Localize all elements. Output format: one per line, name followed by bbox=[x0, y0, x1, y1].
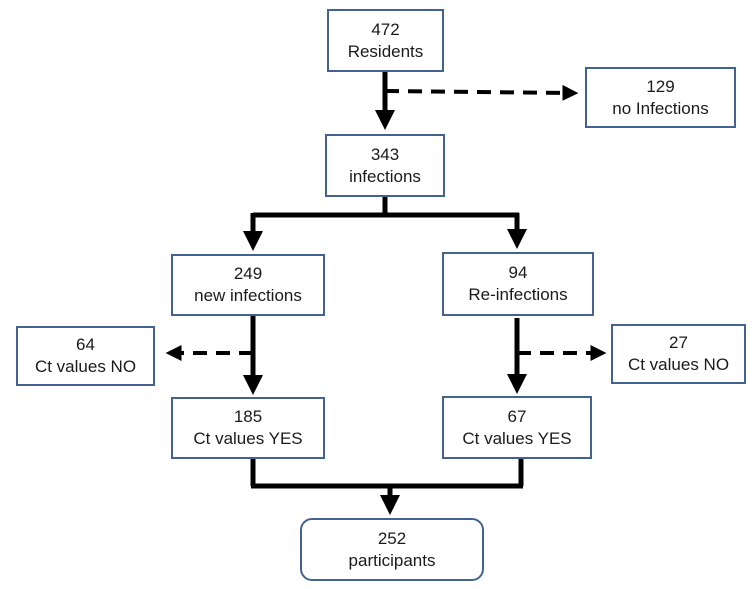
new-infections-count: 249 bbox=[233, 264, 263, 283]
new-ct-yes-label: Ct values YES bbox=[193, 429, 303, 448]
participants-label: participants bbox=[348, 550, 436, 570]
infections-count: 343 bbox=[370, 144, 400, 164]
infections-box: 343 infections bbox=[325, 134, 445, 197]
no-infections-count: 129 bbox=[646, 76, 675, 96]
participants-box: 252 participants bbox=[300, 518, 484, 581]
residents-box: 472 Residents bbox=[327, 9, 444, 72]
residents-count: 472 bbox=[371, 19, 400, 39]
new-infections-box: 249 new infections bbox=[171, 254, 325, 316]
re-ct-no-count: 27 bbox=[669, 333, 688, 352]
re-ct-no-label: Ct values NO bbox=[627, 355, 730, 374]
new-ct-no-box: 64 Ct values NO bbox=[16, 326, 155, 386]
re-ct-yes-box: 67 Ct values YES bbox=[442, 396, 592, 459]
new-infections-label: new infections bbox=[194, 286, 302, 305]
new-ct-yes-box: 185 Ct values YES bbox=[171, 397, 325, 459]
new-ct-yes-count: 185 bbox=[233, 407, 263, 426]
participants-count: 252 bbox=[377, 528, 407, 548]
re-ct-yes-label: Ct values YES bbox=[462, 428, 572, 448]
re-ct-yes-count: 67 bbox=[507, 406, 527, 426]
re-ct-no-box: 27 Ct values NO bbox=[611, 324, 746, 384]
re-infections-box: 94 Re-infections bbox=[442, 252, 594, 316]
dashed-arrow-to-no-infections bbox=[384, 84, 579, 101]
no-infections-label: no Infections bbox=[612, 98, 709, 118]
new-ct-no-count: 64 bbox=[76, 335, 95, 354]
no-infections-box: 129 no Infections bbox=[585, 67, 736, 128]
re-infections-count: 94 bbox=[508, 263, 528, 282]
re-infections-label: Re-infections bbox=[468, 285, 568, 304]
infections-label: infections bbox=[349, 166, 421, 186]
residents-label: Residents bbox=[347, 41, 424, 61]
new-ct-no-label: Ct values NO bbox=[34, 357, 137, 376]
